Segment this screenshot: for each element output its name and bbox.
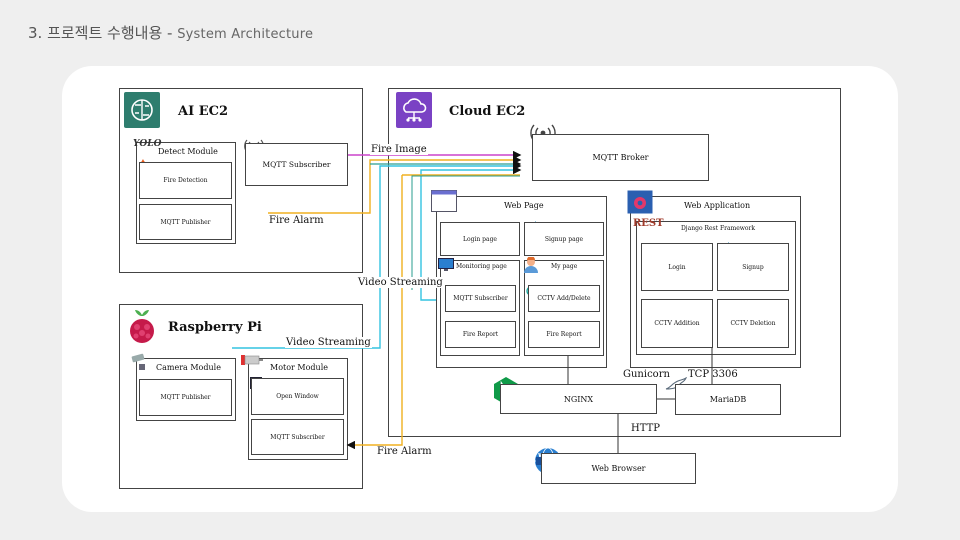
open-window-box: Open Window	[251, 378, 344, 415]
raspberry-pi-icon	[125, 307, 159, 349]
ai-mqtt-publisher-box: MQTT Publisher	[139, 204, 232, 240]
cctv-addition-box: CCTV Addition	[641, 299, 713, 348]
monitor-icon	[438, 257, 454, 276]
browser-window-icon	[431, 190, 457, 216]
api-signup-label: Signup	[742, 263, 764, 271]
cloud-ec2-title: Cloud EC2	[449, 104, 526, 119]
monitoring-page-label: Monitoring page	[456, 263, 507, 270]
my-page-label: My page	[551, 263, 578, 270]
video-streaming-web-label: Video Streaming	[357, 277, 444, 288]
fire-report-box-1: Fire Report	[445, 321, 516, 348]
pi-mqtt-publisher-box: MQTT Publisher	[139, 379, 232, 416]
pi-mqtt-subscriber-label: MQTT Subscriber	[270, 433, 325, 441]
motor-module-label: Motor Module	[270, 363, 328, 372]
nginx-box: NGINX	[500, 384, 657, 414]
fire-image-label: Fire Image	[370, 144, 428, 155]
mqtt-broker-label: MQTT Broker	[592, 153, 649, 162]
login-page-box: Login page	[440, 222, 520, 256]
cloud-network-icon	[396, 92, 432, 128]
tcp-port-label: TCP 3306	[688, 369, 738, 380]
pi-mqtt-subscriber-box: MQTT Subscriber	[251, 419, 344, 455]
camera-module-label: Camera Module	[156, 363, 221, 372]
video-streaming-pi-label: Video Streaming	[285, 337, 372, 348]
cctv-add-delete-label: CCTV Add/Delete	[537, 295, 591, 302]
open-window-label: Open Window	[276, 393, 319, 400]
detect-module-label: Detect Module	[158, 147, 218, 156]
slide-subtitle: System Architecture	[177, 27, 314, 42]
cctv-addition-label: CCTV Addition	[654, 320, 700, 327]
fire-report-box-2: Fire Report	[528, 321, 600, 348]
person-avatar-icon	[523, 256, 539, 277]
api-login-label: Login	[668, 263, 686, 271]
raspberry-pi-title: Raspberry Pi	[168, 320, 262, 335]
cctv-add-delete-box: CCTV Add/Delete	[528, 285, 600, 312]
django-rest-logo: REST	[633, 218, 664, 229]
web-application-title: Web Application	[684, 201, 751, 210]
mariadb-label: MariaDB	[709, 395, 747, 404]
ai-ec2-title: AI EC2	[178, 104, 228, 119]
web-browser-label: Web Browser	[591, 464, 646, 473]
pi-mqtt-publisher-label: MQTT Publisher	[160, 394, 211, 401]
http-label: HTTP	[631, 423, 660, 434]
ai-mqtt-publisher-label: MQTT Publisher	[160, 218, 211, 226]
cctv-deletion-box: CCTV Deletion	[717, 299, 789, 348]
nginx-label: NGINX	[563, 394, 594, 404]
slide-title-text: 3. 프로젝트 수행내용 -	[28, 24, 178, 42]
fire-report-label-1: Fire Report	[462, 331, 499, 338]
mariadb-box: MariaDB	[675, 384, 781, 415]
motor-icon	[241, 352, 263, 371]
fire-detection-box: Fire Detection	[139, 162, 232, 199]
fire-report-label-2: Fire Report	[546, 331, 582, 338]
web-mqtt-subscriber-box: MQTT Subscriber	[445, 285, 516, 312]
web-page-title: Web Page	[504, 201, 544, 210]
web-mqtt-subscriber-label: MQTT Subscriber	[453, 295, 508, 302]
ai-mqtt-subscriber-box: MQTT Subscriber	[245, 143, 348, 186]
login-page-label: Login page	[463, 235, 497, 243]
mqtt-broker-box: MQTT Broker	[532, 134, 709, 181]
yolo-logo: YOLO	[133, 139, 162, 149]
cctv-deletion-label: CCTV Deletion	[730, 320, 776, 327]
slide-title: 3. 프로젝트 수행내용 - System Architecture	[28, 22, 313, 43]
api-signup-box: Signup	[717, 243, 789, 291]
ai-mqtt-subscriber-label: MQTT Subscriber	[262, 160, 331, 169]
gear-window-icon	[627, 190, 653, 218]
fire-alarm-ai-label: Fire Alarm	[268, 215, 325, 226]
fire-alarm-pi-label: Fire Alarm	[376, 446, 433, 457]
gunicorn-label: Gunicorn	[623, 369, 670, 380]
ai-brain-icon	[124, 92, 160, 128]
camera-icon	[131, 352, 149, 376]
web-browser-box: Web Browser	[541, 453, 696, 484]
api-login-box: Login	[641, 243, 713, 291]
django-rest-framework-label: Django Rest Framework	[681, 225, 756, 232]
fire-detection-label: Fire Detection	[163, 177, 208, 184]
signup-page-label: Signup page	[544, 235, 584, 243]
signup-page-box: Signup page	[524, 222, 604, 256]
